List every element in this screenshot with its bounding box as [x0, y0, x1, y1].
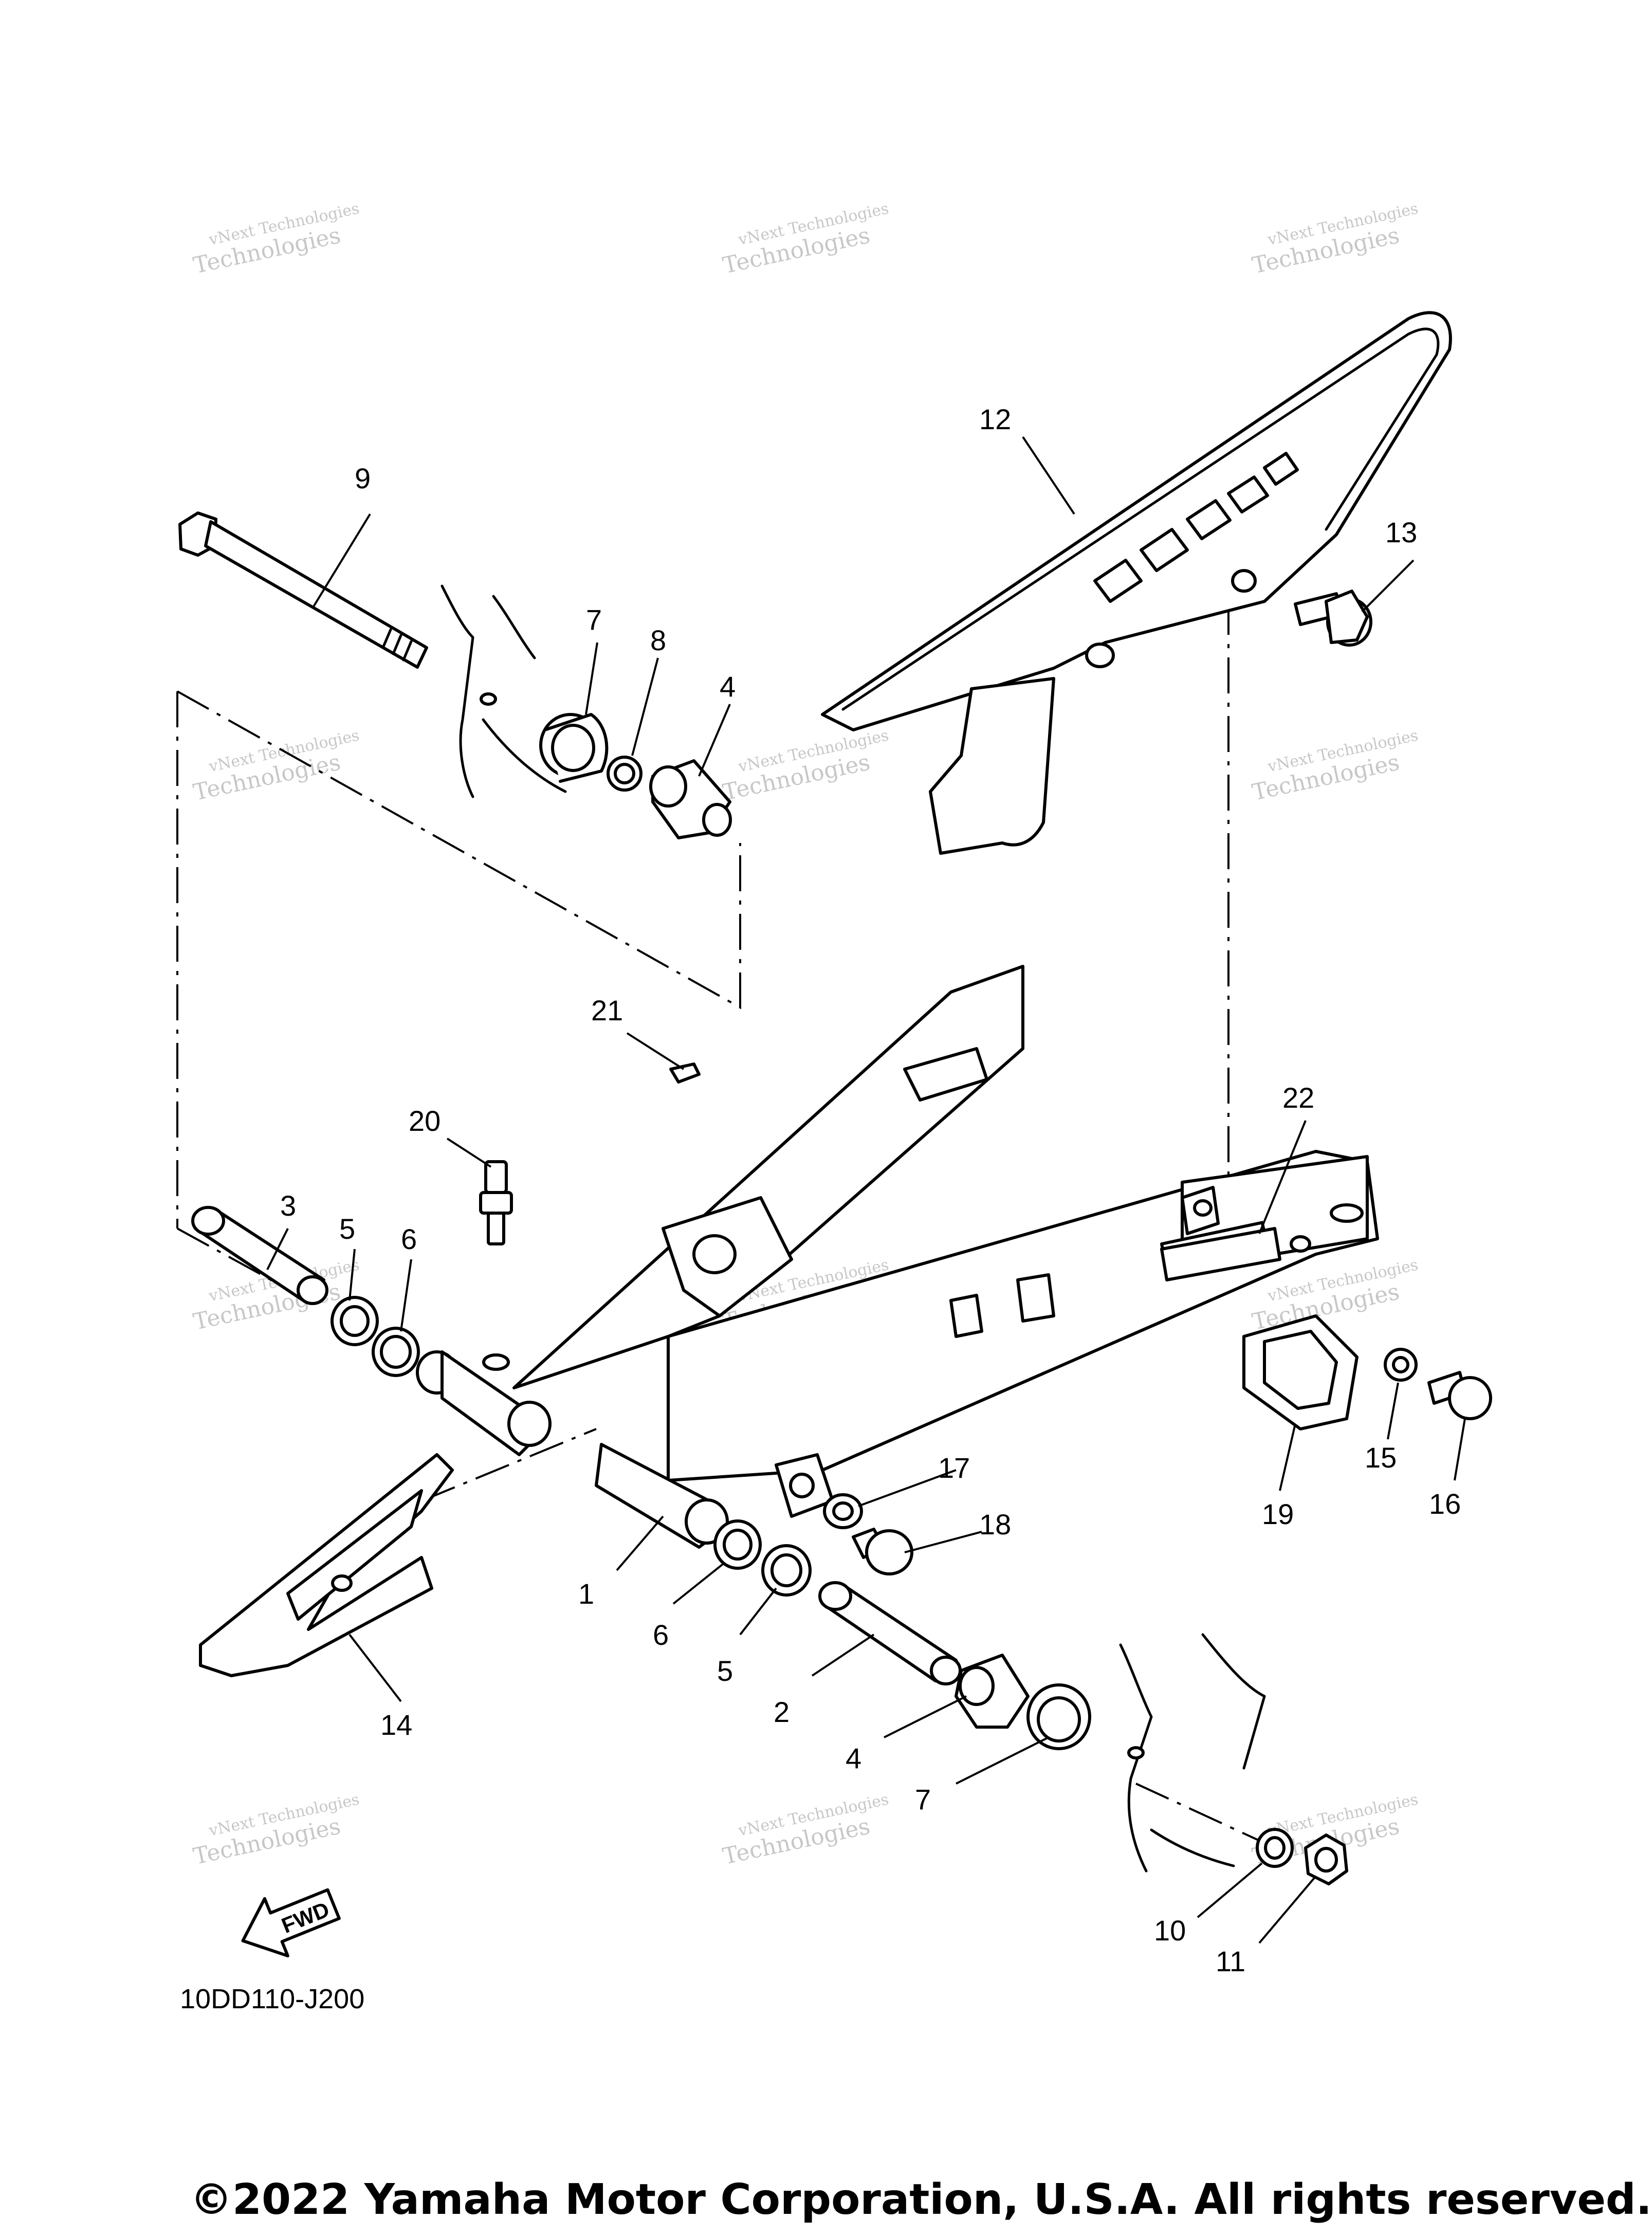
- callout-7-lower: 7: [915, 1783, 931, 1816]
- callout-9: 9: [355, 462, 371, 494]
- leader-lines: [266, 436, 1466, 1944]
- callout-10: 10: [1154, 1914, 1186, 1947]
- collar-upper: [539, 713, 609, 783]
- nut-11: [1304, 1833, 1348, 1885]
- callout-3: 3: [280, 1189, 296, 1222]
- callout-17: 19: [1262, 1498, 1294, 1530]
- callout-14: 14: [380, 1709, 412, 1741]
- callout-15: 17: [938, 1452, 970, 1484]
- bolt-19: [1427, 1371, 1492, 1420]
- callout-16: 18: [979, 1508, 1011, 1541]
- callout-5-lower: 5: [717, 1655, 733, 1687]
- callout-2: 2: [774, 1696, 790, 1728]
- callout-22: 22: [1282, 1081, 1314, 1114]
- seal-6-lower: [713, 1519, 762, 1570]
- callout-8: 8: [650, 624, 666, 656]
- chain-slider: [199, 1453, 454, 1677]
- bushing-lower: [955, 1654, 1030, 1729]
- diagram-code: 10DD110-J200: [180, 1984, 365, 2014]
- bushing-upper: [649, 759, 732, 839]
- grease-nipple: [479, 1160, 513, 1371]
- washer-15: [823, 1493, 863, 1529]
- seal-6-upper: [372, 1327, 420, 1377]
- bearing-5-upper: [331, 1296, 379, 1346]
- chain-guard: [821, 311, 1452, 855]
- callout-21: 21: [591, 994, 623, 1026]
- callout-4-upper: 4: [720, 670, 736, 703]
- collar-lower: [1026, 1683, 1091, 1750]
- callout-11: 11: [1216, 1945, 1245, 1977]
- copyright-notice: ©2022 Yamaha Motor Corporation, U.S.A. A…: [190, 2175, 1652, 2224]
- callout-7-upper: 7: [586, 603, 602, 636]
- shaft-3: [191, 1206, 328, 1305]
- washer-8: [607, 756, 643, 792]
- label-22: [1160, 1227, 1281, 1281]
- callout-20: 20: [409, 1105, 440, 1137]
- callout-19: 16: [1429, 1488, 1461, 1520]
- frame-bracket-left: [440, 584, 567, 798]
- shaft-2: [818, 1581, 962, 1685]
- bolt-16: [852, 1528, 913, 1575]
- callout-18: 15: [1365, 1441, 1397, 1474]
- callout-13: 13: [1385, 516, 1417, 548]
- chain-puller: [1242, 1314, 1359, 1431]
- callout-1: 1: [578, 1578, 594, 1610]
- frame-bracket-right: [1119, 1633, 1266, 1873]
- callout-6-upper: 6: [401, 1223, 417, 1255]
- callout-4-lower: 4: [846, 1742, 861, 1774]
- callout-5-upper: 5: [339, 1213, 355, 1245]
- callout-numbers: 9 7 8 4 12 13 21 20 3 5 6 22 1 6 5 2 4 7…: [280, 403, 1461, 1977]
- collar-18: [1384, 1348, 1418, 1382]
- forward-arrow: FWD: [241, 1888, 341, 1958]
- parts-diagram: Technologies vNext Technologies Technolo…: [176, 199, 1492, 1977]
- pivot-shaft-bolt: [178, 511, 428, 669]
- bolt-13: [1294, 590, 1372, 647]
- callout-12: 12: [979, 403, 1011, 435]
- bearing-5-lower: [761, 1544, 812, 1597]
- callout-6-lower: 6: [653, 1619, 669, 1651]
- label-21: [669, 1062, 701, 1084]
- washer-10: [1256, 1828, 1294, 1868]
